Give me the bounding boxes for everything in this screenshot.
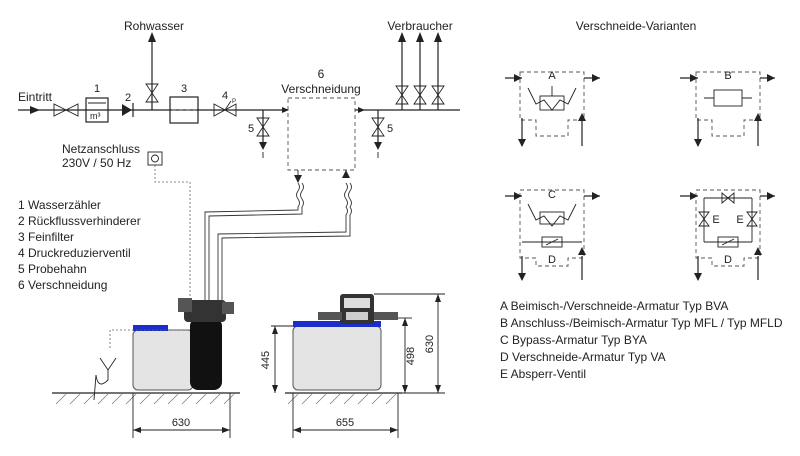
power-socket-icon <box>147 151 163 166</box>
water-meter-unit: m³ <box>90 111 101 121</box>
variant-b-letter: B <box>724 70 731 82</box>
legend-letter-c: C Bypass-Armatur Typ BYA <box>500 333 647 347</box>
legend-item-1: 1 Wasserzähler <box>18 198 101 212</box>
softener-unit-right: 655 445 498 630 <box>260 293 445 438</box>
variant-a-letter: A <box>548 70 556 82</box>
component-number-4: 4 <box>222 90 228 102</box>
variant-d-e: E E D <box>680 189 775 281</box>
consumer-branches <box>395 32 445 110</box>
pressure-reducer-icon: P <box>213 99 237 117</box>
variant-e-right-letter: E <box>736 214 743 226</box>
softener-unit-left: 630 <box>52 298 240 438</box>
water-meter-box <box>85 97 109 123</box>
verbraucher-label: Verbraucher <box>387 19 452 33</box>
dimension-width-left: 630 <box>172 417 190 429</box>
fine-filter-box <box>169 96 199 124</box>
inlet-arrow-icon <box>30 106 40 114</box>
variant-c: C D <box>505 189 600 281</box>
legend-item-3: 3 Feinfilter <box>18 230 74 244</box>
dimension-height-498: 498 <box>405 347 417 365</box>
verschneidung-title: Verschneidung <box>281 82 360 96</box>
rohwasser-valve-icon <box>145 83 159 103</box>
netz-label-line1: Netzanschluss <box>62 142 140 156</box>
variant-b: B <box>680 70 775 147</box>
legend-item-2: 2 Rückflussverhinderer <box>18 214 141 228</box>
check-valve-icon <box>122 103 134 117</box>
component-number-5-right: 5 <box>387 123 393 135</box>
legend-item-5: 5 Probehahn <box>18 262 87 276</box>
piping-schematic: m³ P <box>18 19 460 171</box>
dimension-width-right: 655 <box>336 417 354 429</box>
numbered-legend: 1 Wasserzähler 2 Rückflussverhinderer 3 … <box>18 198 141 292</box>
variants-title: Verschneide-Varianten <box>576 19 697 33</box>
component-number-5-left: 5 <box>248 123 254 135</box>
sample-tap-left-icon <box>256 117 270 137</box>
rohwasser-arrow-icon <box>148 32 156 42</box>
legend-letter-e: E Absperr-Ventil <box>500 367 586 381</box>
legend-item-4: 4 Druckreduzierventil <box>18 246 131 260</box>
variant-c-letter: C <box>548 189 556 201</box>
legend-letter-a: A Beimisch-/Verschneide-Armatur Typ BVA <box>500 299 728 313</box>
eintritt-label: Eintritt <box>18 90 53 104</box>
variant-a: A <box>505 70 600 147</box>
verschneidung-number: 6 <box>318 67 325 81</box>
blue-lid-left <box>133 325 168 331</box>
blending-unit-box <box>287 97 356 171</box>
variant-d-letter: D <box>724 254 732 266</box>
svg-text:P: P <box>232 99 236 105</box>
dimension-height-630: 630 <box>424 335 436 353</box>
legend-letter-d: D Verschneide-Armatur Typ VA <box>500 350 666 364</box>
connection-hoses <box>204 170 352 300</box>
inlet-valve-icon <box>53 103 79 117</box>
rohwasser-label: Rohwasser <box>124 19 184 33</box>
dimension-height-445: 445 <box>260 351 272 369</box>
legend-item-6: 6 Verschneidung <box>18 278 107 292</box>
component-number-3: 3 <box>181 83 187 95</box>
legend-letter-b: B Anschluss-/Beimisch-Armatur Typ MFL / … <box>500 316 783 330</box>
power-connection: Netzanschluss 230V / 50 Hz <box>62 142 191 320</box>
component-number-2: 2 <box>125 92 131 104</box>
sample-tap-right-icon <box>371 117 385 137</box>
netz-label-line2: 230V / 50 Hz <box>62 156 131 170</box>
variant-e-left-letter: E <box>712 214 719 226</box>
component-number-1: 1 <box>94 83 100 95</box>
letter-legend: A Beimisch-/Verschneide-Armatur Typ BVA … <box>500 299 783 381</box>
variant-c-d-letter: D <box>548 254 556 266</box>
blue-lid-right <box>293 321 381 327</box>
